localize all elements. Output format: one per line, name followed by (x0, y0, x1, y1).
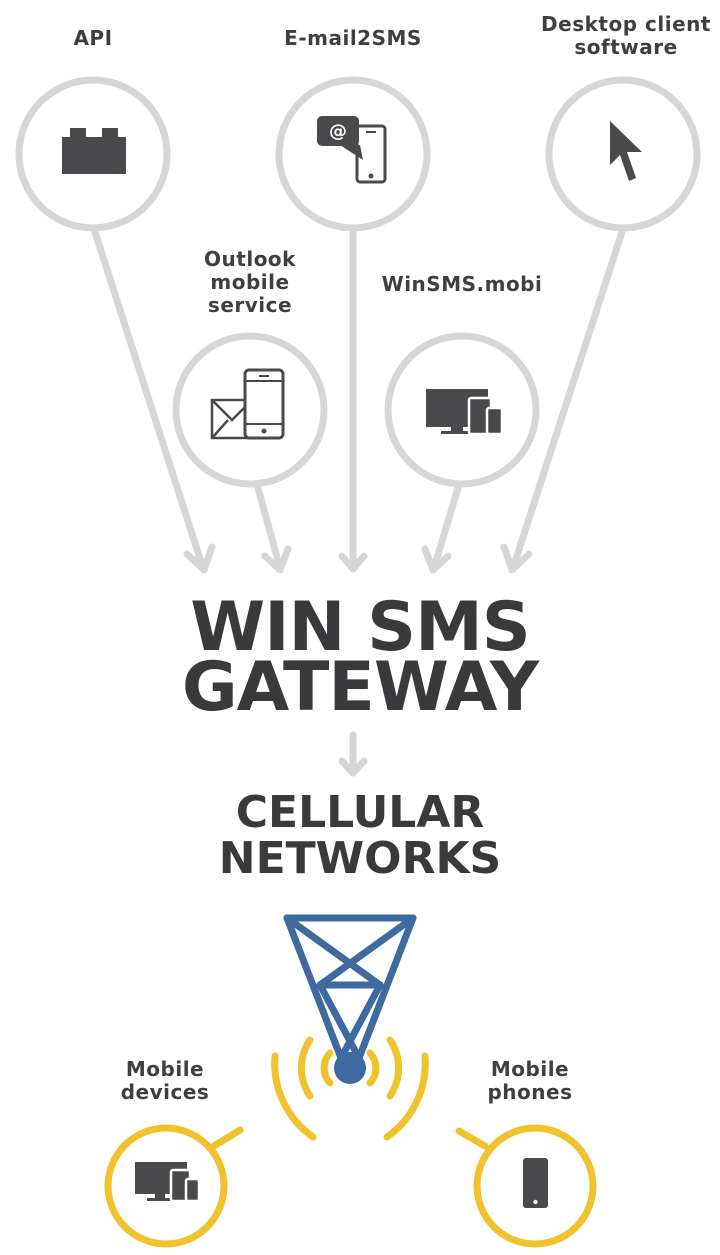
cursor-icon (610, 121, 642, 181)
label-mobile-devices: Mobile devices (100, 1058, 230, 1104)
label-api-text: API (73, 26, 113, 50)
arrow-desktop (500, 228, 626, 574)
label-email2sms-text: E-mail2SMS (284, 26, 422, 50)
label-outlook: Outlook mobile service (175, 248, 325, 317)
label-mobile-phones: Mobile phones (465, 1058, 595, 1104)
label-winsms-mobi-text: WinSMS.mobi (381, 272, 543, 296)
label-devices-line2: devices (120, 1080, 210, 1104)
multi-device-icon (426, 389, 504, 436)
arrow-api (91, 228, 216, 574)
label-api: API (43, 27, 143, 50)
plugin-block-icon (62, 128, 126, 174)
phone-icon (523, 1158, 548, 1208)
label-desktop-client: Desktop client software (520, 13, 720, 59)
label-desktop-line1: Desktop client (541, 12, 711, 36)
label-phones-line2: phones (487, 1080, 573, 1104)
networks-title: CELLULAR NETWORKS (0, 790, 720, 882)
email-phone-icon: @ (317, 116, 387, 184)
label-winsms-mobi: WinSMS.mobi (372, 273, 552, 296)
gateway-title: WIN SMS GATEWAY (0, 588, 720, 727)
label-desktop-line2: software (574, 35, 678, 59)
label-outlook-line2: mobile (210, 270, 290, 294)
arrow-winsms-mobi (421, 484, 462, 574)
networks-line1: CELLULAR (235, 787, 485, 838)
arrow-outlook (254, 484, 292, 574)
arrow-gateway-to-networks (338, 731, 368, 777)
label-email2sms: E-mail2SMS (253, 27, 453, 50)
envelope-phone-icon (210, 368, 285, 440)
connector-phones (455, 1127, 489, 1150)
label-phones-line1: Mobile (490, 1057, 570, 1081)
label-devices-line1: Mobile (125, 1057, 205, 1081)
signal-waves (271, 1036, 429, 1141)
connector-devices (210, 1126, 244, 1150)
arrow-email2sms (338, 226, 368, 573)
cell-tower-icon (283, 914, 417, 1062)
svg-text:@: @ (329, 121, 347, 142)
devices-icon (135, 1162, 201, 1203)
gateway-line2: GATEWAY (181, 648, 539, 727)
label-outlook-line3: service (207, 293, 293, 317)
networks-line2: NETWORKS (218, 833, 502, 884)
label-outlook-line1: Outlook (204, 247, 296, 271)
gateway-line1: WIN SMS (190, 588, 531, 667)
email2sms-circle (275, 76, 431, 232)
tower-base-dot (334, 1052, 366, 1084)
